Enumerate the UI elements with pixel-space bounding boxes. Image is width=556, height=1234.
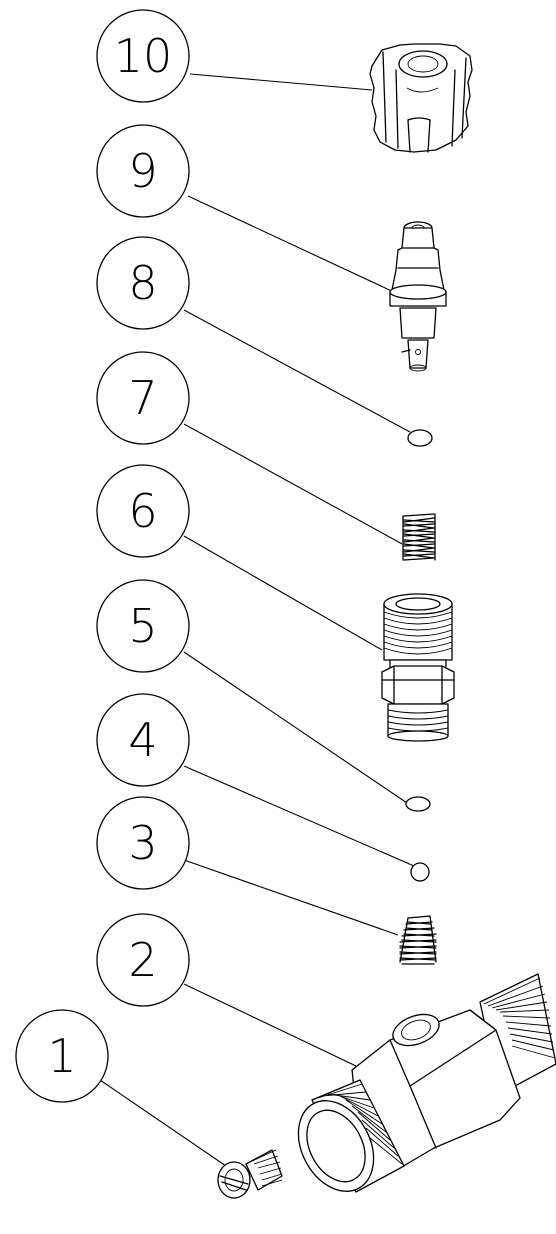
part-9-hose-connector <box>389 221 447 372</box>
leader-8 <box>183 309 411 433</box>
callout-label-3: 3 <box>128 816 157 870</box>
part-8-disc <box>407 429 433 447</box>
leader-10 <box>189 73 373 91</box>
callout-label-8: 8 <box>128 256 157 310</box>
callout-7: 7 <box>96 351 190 445</box>
callout-4: 4 <box>96 693 190 787</box>
callout-8: 8 <box>96 236 190 330</box>
leader-5 <box>183 651 411 806</box>
callout-label-9: 9 <box>128 144 157 198</box>
part-10-knurled-nut <box>369 43 473 153</box>
leader-9 <box>187 195 399 295</box>
part-1-screw <box>217 1149 283 1199</box>
leader-lines <box>99 73 415 1167</box>
part-6-valve-body <box>381 593 455 742</box>
callout-label-7: 7 <box>128 371 157 425</box>
callout-label-1: 1 <box>47 1029 76 1083</box>
leader-4 <box>183 765 415 867</box>
callout-label-10: 10 <box>114 29 173 83</box>
leader-6 <box>183 535 383 651</box>
leader-3 <box>183 859 399 936</box>
part-7-spring <box>402 513 436 562</box>
leader-2 <box>183 983 357 1067</box>
leader-1 <box>99 1079 227 1167</box>
callout-6: 6 <box>96 464 190 558</box>
part-2-tee-body <box>297 973 556 1193</box>
callout-label-4: 4 <box>128 713 157 767</box>
callout-5: 5 <box>96 579 190 673</box>
callout-1: 1 <box>15 1009 109 1103</box>
callout-label-6: 6 <box>128 484 157 538</box>
callout-9: 9 <box>96 124 190 218</box>
part-5-disc <box>405 796 431 812</box>
callout-10: 10 <box>96 9 190 103</box>
leader-7 <box>183 423 405 546</box>
callout-label-2: 2 <box>128 933 157 987</box>
callout-label-5: 5 <box>128 599 157 653</box>
callout-3: 3 <box>96 796 190 890</box>
callout-2: 2 <box>96 913 190 1007</box>
part-4-ball <box>410 862 430 882</box>
part-3-spring <box>399 915 437 965</box>
